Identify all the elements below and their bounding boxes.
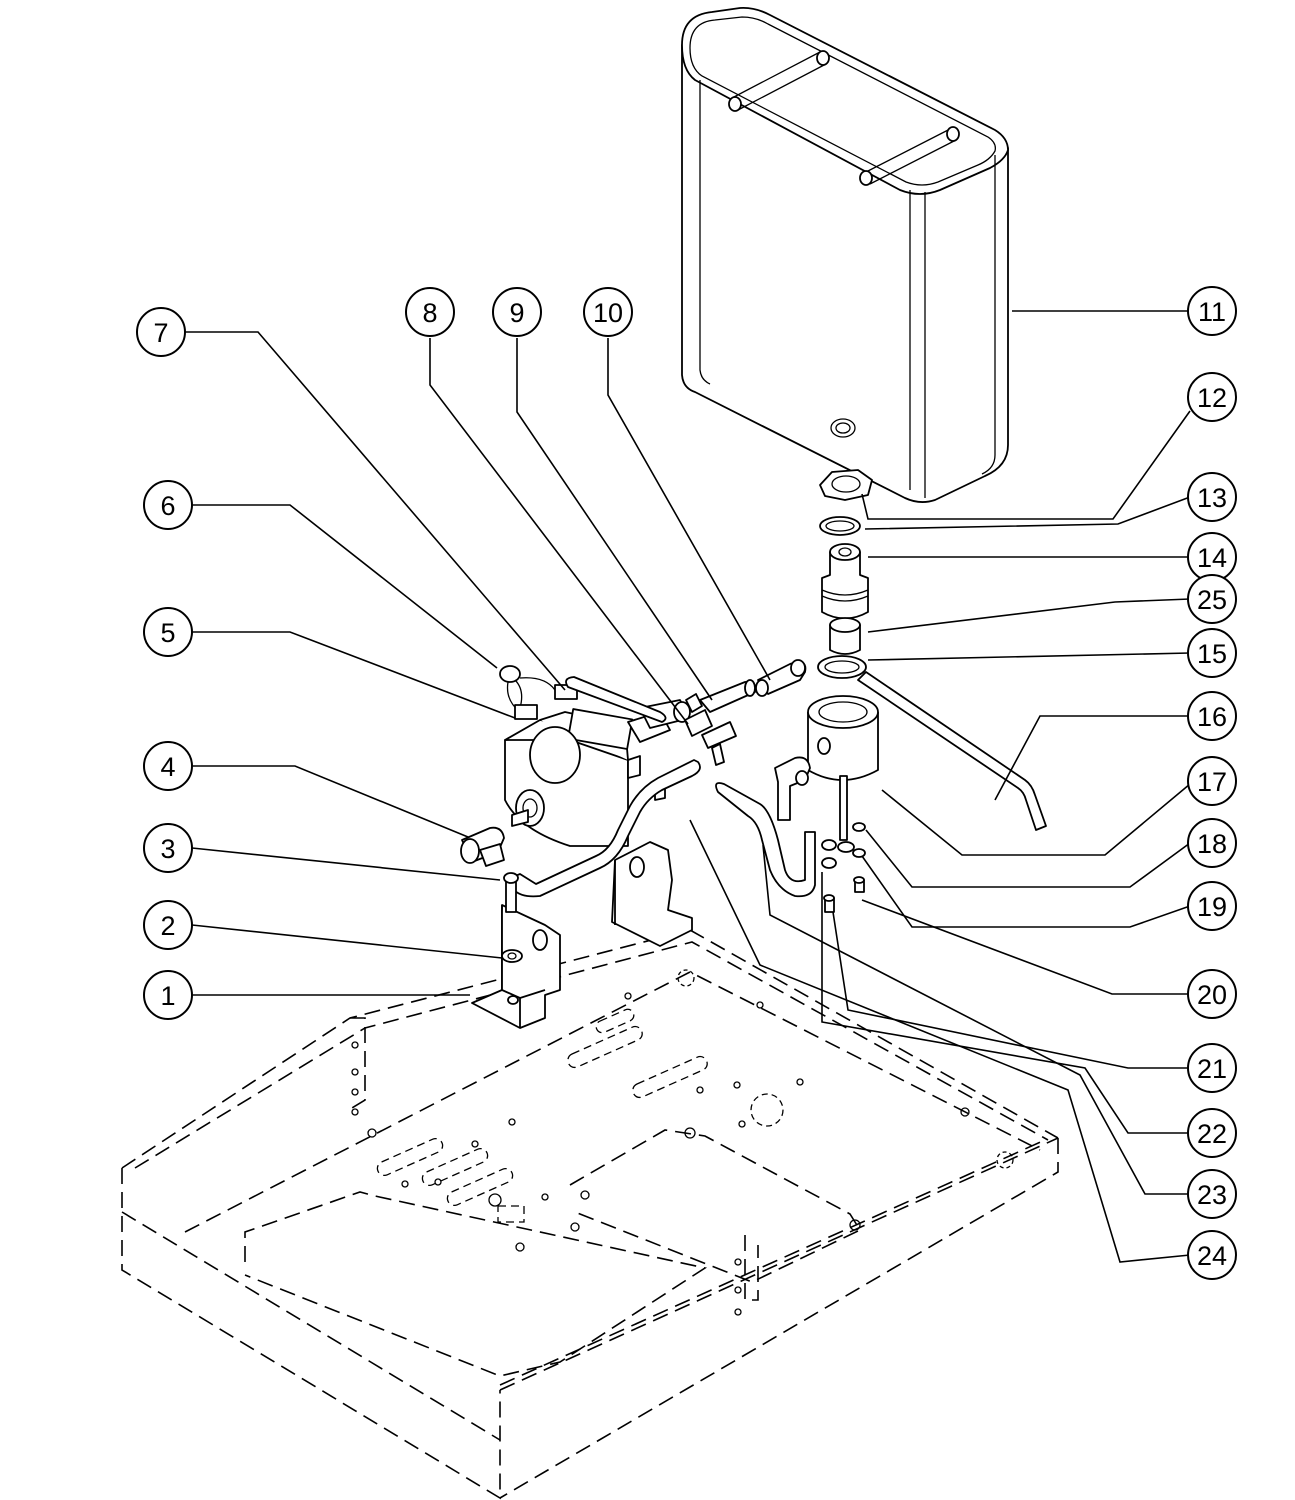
bracket-left xyxy=(471,904,561,1029)
hose-24 xyxy=(511,759,701,898)
balloon-11: 11 xyxy=(1187,286,1237,336)
o-ring-15 xyxy=(817,655,867,679)
hose-7 xyxy=(565,676,667,723)
balloon-label-8: 8 xyxy=(422,298,437,328)
screw-3 xyxy=(503,872,519,913)
balloon-label-12: 12 xyxy=(1197,383,1227,413)
tube-16 xyxy=(857,671,1047,831)
balloon-23: 23 xyxy=(1187,1169,1237,1219)
balloon-2: 2 xyxy=(143,900,193,950)
elbow-4 xyxy=(460,826,505,867)
balloon-label-14: 14 xyxy=(1197,543,1227,573)
balloon-24: 24 xyxy=(1187,1230,1237,1280)
balloon-22: 22 xyxy=(1187,1108,1237,1158)
fitting-9 xyxy=(685,679,756,713)
balloon-label-21: 21 xyxy=(1197,1054,1227,1084)
tank-fitting xyxy=(821,543,869,620)
fitting-10 xyxy=(755,659,807,697)
balloon-label-5: 5 xyxy=(160,618,175,648)
balloon-21: 21 xyxy=(1187,1043,1237,1093)
balloon-16: 16 xyxy=(1187,691,1237,741)
balloon-19: 19 xyxy=(1187,881,1237,931)
balloon-label-19: 19 xyxy=(1197,892,1227,922)
hex-nut xyxy=(819,469,873,501)
balloon-label-25: 25 xyxy=(1197,585,1227,615)
balloon-25: 25 xyxy=(1187,574,1237,624)
balloon-label-9: 9 xyxy=(509,298,524,328)
o-ring-13 xyxy=(819,516,861,536)
fitting-8 xyxy=(684,709,737,766)
balloon-label-18: 18 xyxy=(1197,829,1227,859)
balloon-4: 4 xyxy=(143,741,193,791)
balloon-label-13: 13 xyxy=(1197,483,1227,513)
balloon-1: 1 xyxy=(143,970,193,1020)
base-tray xyxy=(121,929,1059,1500)
balloon-label-24: 24 xyxy=(1197,1241,1227,1271)
balloon-14: 14 xyxy=(1187,532,1237,582)
bracket-right xyxy=(611,841,693,947)
balloon-label-23: 23 xyxy=(1197,1180,1227,1210)
elbow-fitting-right xyxy=(774,756,811,821)
balloon-5: 5 xyxy=(143,607,193,657)
spacer xyxy=(829,617,861,655)
balloon-label-3: 3 xyxy=(160,834,175,864)
balloon-12: 12 xyxy=(1187,372,1237,422)
balloon-20: 20 xyxy=(1187,969,1237,1019)
balloon-label-16: 16 xyxy=(1197,702,1227,732)
balloon-9: 9 xyxy=(492,287,542,337)
balloon-3: 3 xyxy=(143,823,193,873)
leader-lines xyxy=(185,310,1191,1263)
balloon-label-17: 17 xyxy=(1197,767,1227,797)
fasteners xyxy=(821,775,866,913)
balloon-10: 10 xyxy=(583,287,633,337)
balloon-15: 15 xyxy=(1187,628,1237,678)
balloon-label-11: 11 xyxy=(1198,297,1226,327)
balloon-label-10: 10 xyxy=(593,298,623,328)
balloon-label-20: 20 xyxy=(1197,980,1227,1010)
balloon-18: 18 xyxy=(1187,818,1237,868)
balloon-label-1: 1 xyxy=(160,981,175,1011)
balloon-label-6: 6 xyxy=(160,491,175,521)
balloon-17: 17 xyxy=(1187,756,1237,806)
balloon-label-4: 4 xyxy=(160,752,175,782)
balloon-label-22: 22 xyxy=(1197,1119,1227,1149)
balloon-6: 6 xyxy=(143,480,193,530)
thermal-switch xyxy=(499,665,578,720)
balloon-label-2: 2 xyxy=(160,911,175,941)
water-tank xyxy=(681,6,1009,503)
hose-23 xyxy=(715,782,816,898)
balloon-label-15: 15 xyxy=(1197,639,1227,669)
balloon-7: 7 xyxy=(136,307,186,357)
balloon-13: 13 xyxy=(1187,472,1237,522)
float-housing xyxy=(807,695,879,781)
balloon-label-7: 7 xyxy=(153,318,168,348)
balloon-8: 8 xyxy=(405,287,455,337)
